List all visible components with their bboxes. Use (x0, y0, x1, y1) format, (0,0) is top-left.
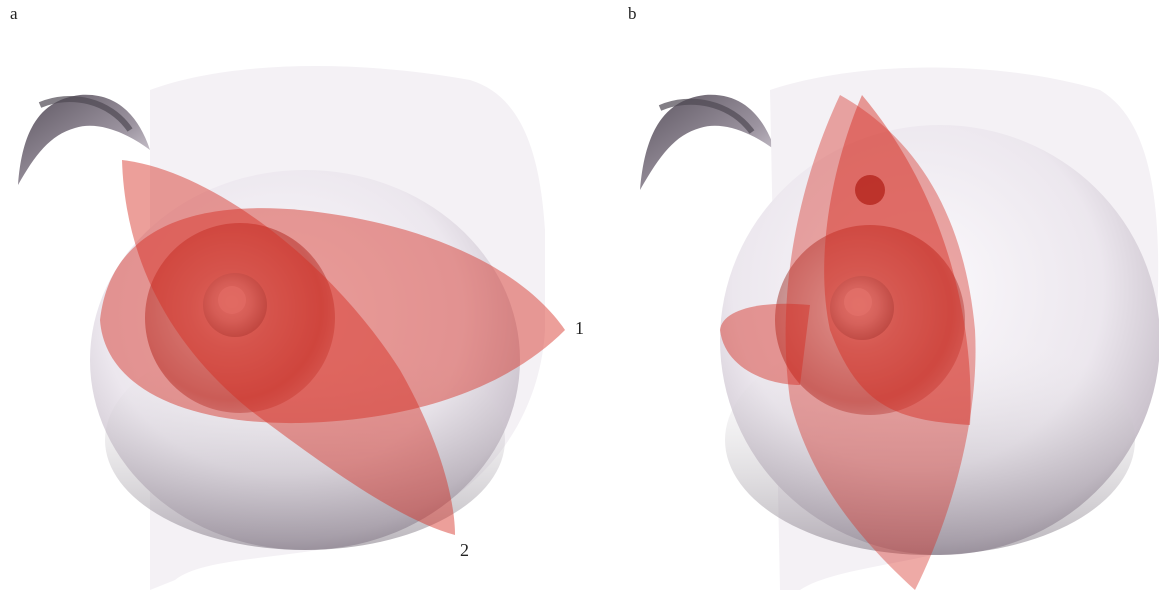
panel-label-b: b (628, 4, 637, 24)
panel-b: b (580, 0, 1159, 590)
callout-zone-1: 1 (575, 318, 584, 339)
panel-label-a: a (10, 4, 18, 24)
callout-zone-2: 2 (460, 540, 469, 561)
panel-a: a (0, 0, 580, 590)
